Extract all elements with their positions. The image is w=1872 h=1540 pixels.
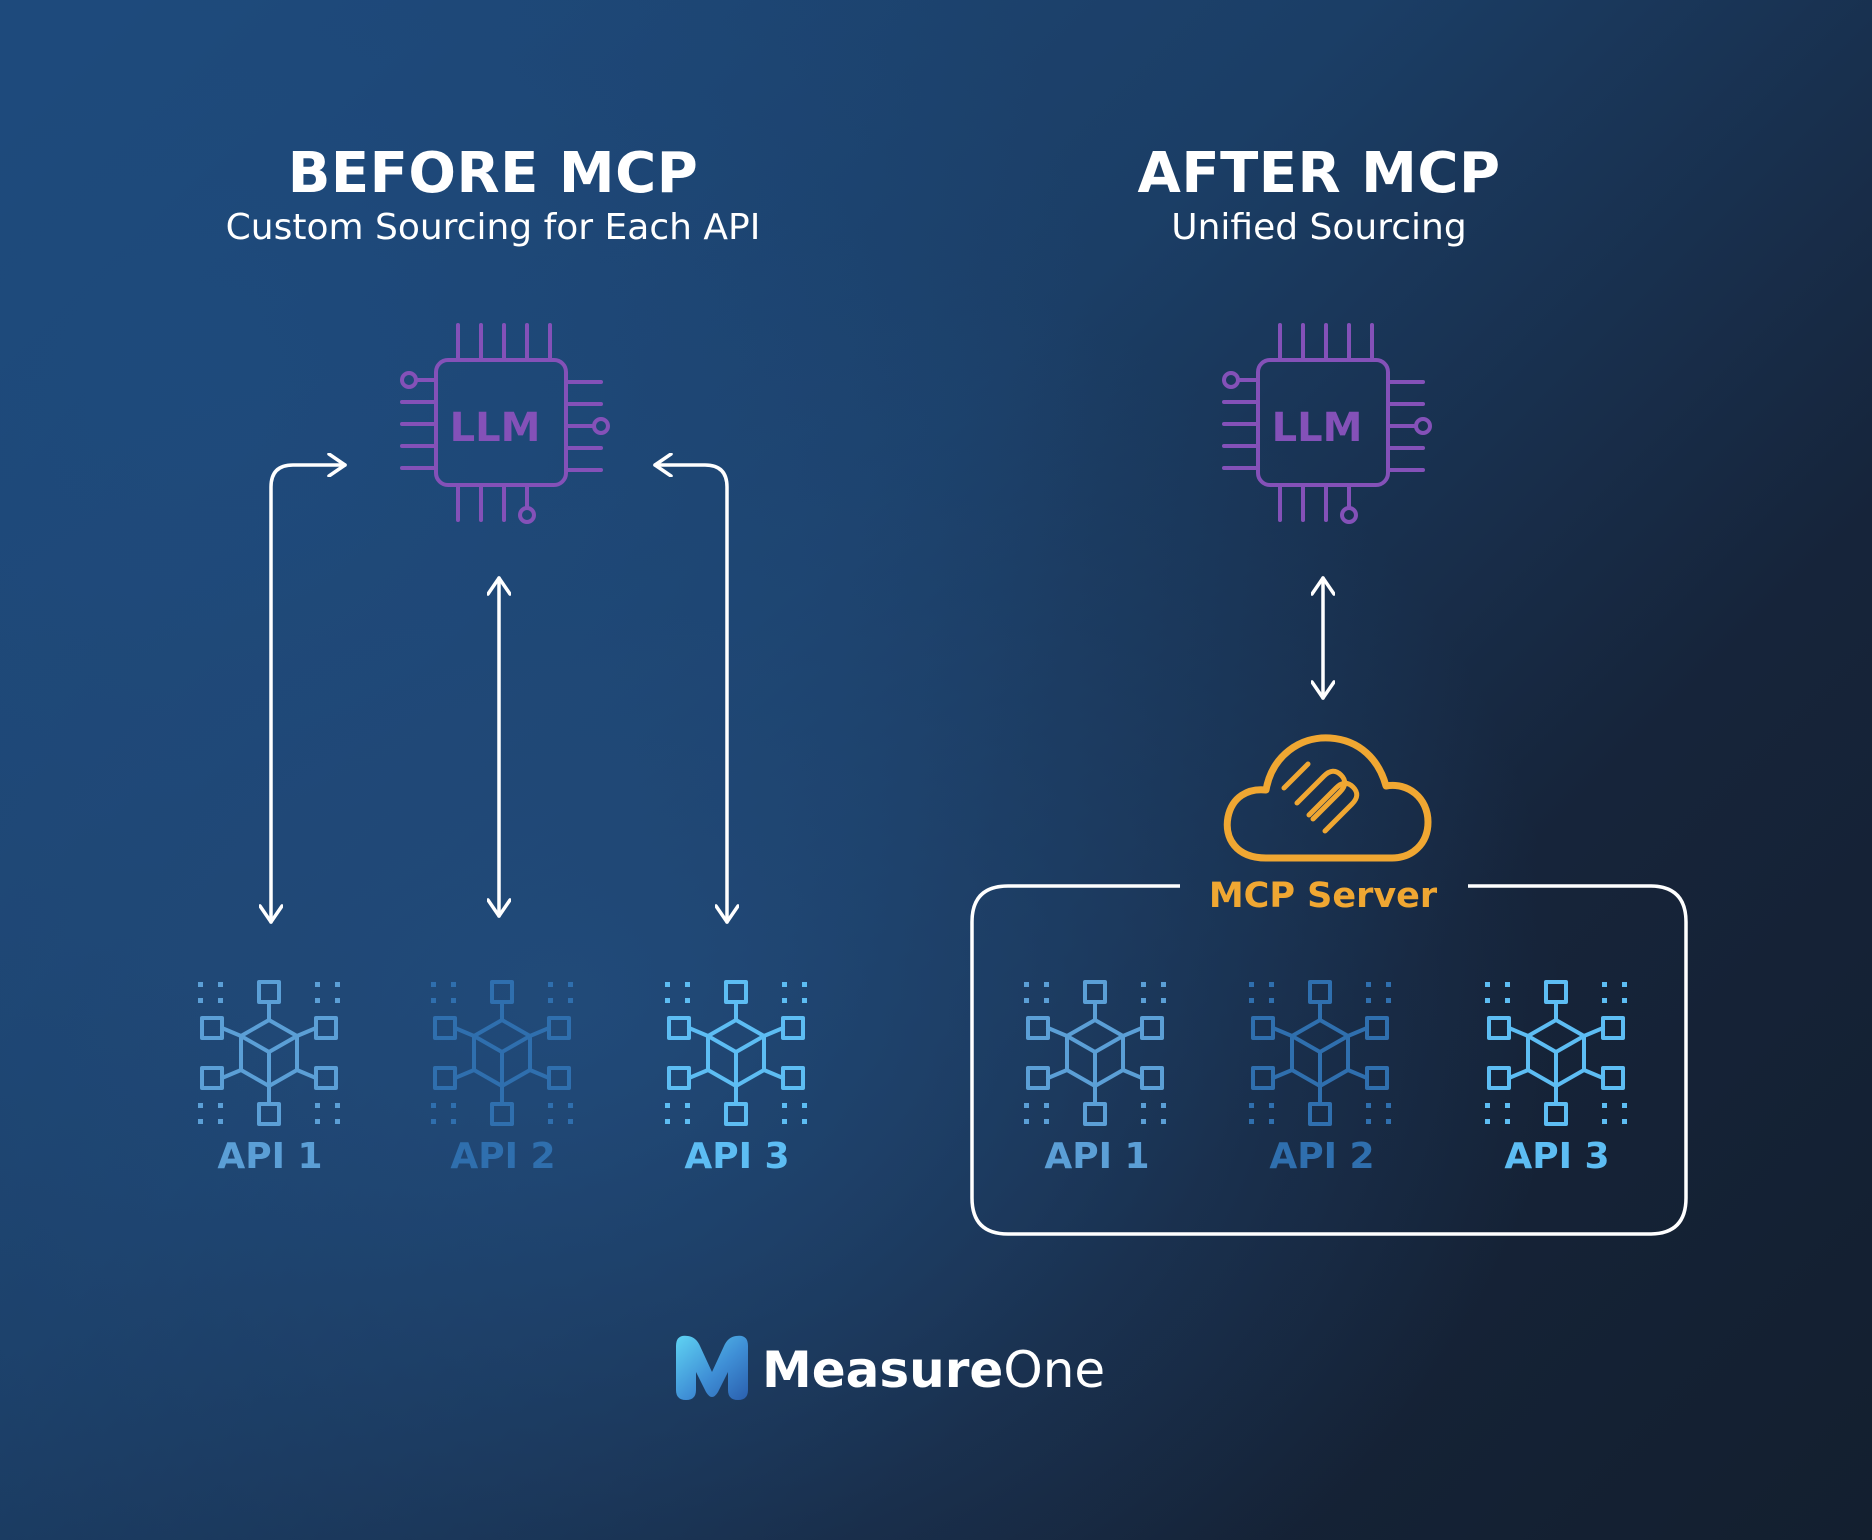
before-api-3-label: API 3 xyxy=(684,1136,789,1177)
before-title: BEFORE MCP xyxy=(288,141,699,206)
before-api-2-label: API 2 xyxy=(450,1136,555,1177)
after-api-3-label: API 3 xyxy=(1504,1136,1609,1177)
after-api-1-label: API 1 xyxy=(1044,1136,1149,1177)
network-cube-icon xyxy=(429,980,575,1126)
before-api-3: API 3 xyxy=(663,980,809,1177)
after-llm-chip: LLM xyxy=(1222,323,1432,524)
after-subtitle: Unified Sourcing xyxy=(1171,207,1466,248)
before-arrow-api3 xyxy=(653,465,727,924)
brand-logo: MeasureOne xyxy=(676,1335,1105,1400)
brand-name-bold: Measure xyxy=(762,1341,1003,1399)
after-llm-label: LLM xyxy=(1272,405,1363,451)
before-subtitle: Custom Sourcing for Each API xyxy=(226,207,761,248)
network-cube-icon xyxy=(196,980,342,1126)
before-arrow-api1 xyxy=(271,465,347,924)
before-llm-label: LLM xyxy=(450,405,541,451)
mcp-server-label: MCP Server xyxy=(1209,876,1438,916)
mcp-server-container xyxy=(970,884,1688,1236)
brand-name-light: One xyxy=(1003,1341,1105,1399)
network-cube-icon xyxy=(1022,980,1168,1126)
after-section: AFTER MCP Unified Sourcing LLM MCP Serve… xyxy=(970,141,1688,1236)
network-cube-icon xyxy=(663,980,809,1126)
before-section: BEFORE MCP Custom Sourcing for Each API … xyxy=(196,141,809,1177)
after-api-1: API 1 xyxy=(1022,980,1168,1177)
after-api-2: API 2 xyxy=(1247,980,1393,1177)
after-title: AFTER MCP xyxy=(1137,141,1500,206)
brand-name: MeasureOne xyxy=(762,1341,1105,1399)
before-api-1-label: API 1 xyxy=(217,1136,322,1177)
network-cube-icon xyxy=(1483,980,1629,1126)
measureone-m-icon xyxy=(1281,761,1360,834)
before-api-2: API 2 xyxy=(429,980,575,1177)
after-api-3: API 3 xyxy=(1483,980,1629,1177)
after-api-2-label: API 2 xyxy=(1269,1136,1374,1177)
mcp-server-cloud xyxy=(1223,734,1432,862)
before-api-1: API 1 xyxy=(196,980,342,1177)
cloud-icon xyxy=(1223,734,1432,862)
network-cube-icon xyxy=(1247,980,1393,1126)
measureone-logo-icon xyxy=(676,1335,748,1400)
before-llm-chip: LLM xyxy=(400,323,610,524)
